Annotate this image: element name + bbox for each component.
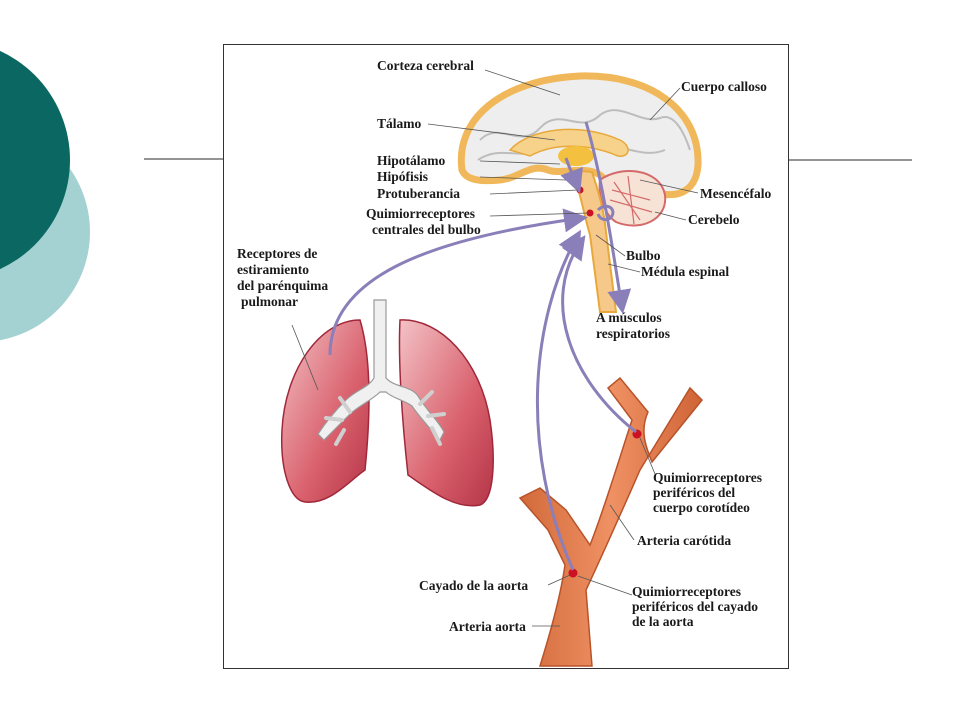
label-receptores-2: estiramiento [237,262,309,277]
label-hipotalamo: Hipotálamo [377,153,446,168]
leader-lines [291,69,699,627]
label-quimio-carotida-1: Quimiorreceptores [653,470,762,485]
lung-to-bulb-arrow [328,208,588,356]
diagram-labels: Corteza cerebral Cuerpo calloso Tálamo H… [237,58,771,634]
label-arteria-aorta: Arteria aorta [449,619,526,634]
label-hipofisis: Hipófisis [377,169,428,184]
brain-illustration [457,72,702,313]
label-quimio-central-2: centrales del bulbo [372,222,481,237]
label-bulbo: Bulbo [626,248,661,263]
descending-motor-arrow [584,121,632,314]
central-chemoreceptor-dot [586,209,594,217]
label-quimio-carotida-2: periféricos del [653,485,735,500]
cerebellum-folia [609,175,653,225]
label-musculos-2: respiratorios [596,326,670,341]
label-cerebelo: Cerebelo [688,212,740,227]
aortic-arch-receptor-dot [568,568,578,578]
bronchi-branches [324,390,446,446]
label-medula-espinal: Médula espinal [641,264,729,279]
label-cuerpo-calloso: Cuerpo calloso [681,79,767,94]
lungs-illustration [281,299,494,507]
label-quimio-central-1: Quimiorreceptores [366,206,475,221]
label-talamo: Tálamo [377,116,422,131]
label-corteza-cerebral: Corteza cerebral [377,58,474,73]
left-lung-shape [281,319,370,503]
label-cayado-aorta: Cayado de la aorta [419,578,528,593]
thalamus-down-arrow [560,157,583,194]
thalamus-shape [558,146,594,166]
label-mesencefalo: Mesencéfalo [700,186,771,201]
bulb-loop-arrow [596,204,615,222]
label-receptores-3: del parénquima [237,278,328,293]
label-receptores-1: Receptores de [237,246,317,261]
label-receptores-4: pulmonar [241,294,298,309]
aorta-to-bulb-arrow [535,229,581,571]
right-lung-shape [398,319,494,507]
dark-teal-circle [0,50,70,270]
label-quimio-aorta-3: de la aorta [632,614,694,629]
label-protuberancia: Protuberancia [377,186,460,201]
label-quimio-aorta-2: periféricos del cayado [632,599,758,614]
signal-arrows [328,121,637,571]
label-arteria-carotida: Arteria carótida [637,533,731,548]
label-quimio-carotida-3: cuerpo corotídeo [653,500,750,515]
corpus-callosum-shape [508,128,629,157]
label-musculos-1: A músculos [596,310,662,325]
carotid-to-bulb-arrow [561,235,637,434]
label-quimio-aorta-1: Quimiorreceptores [632,584,741,599]
